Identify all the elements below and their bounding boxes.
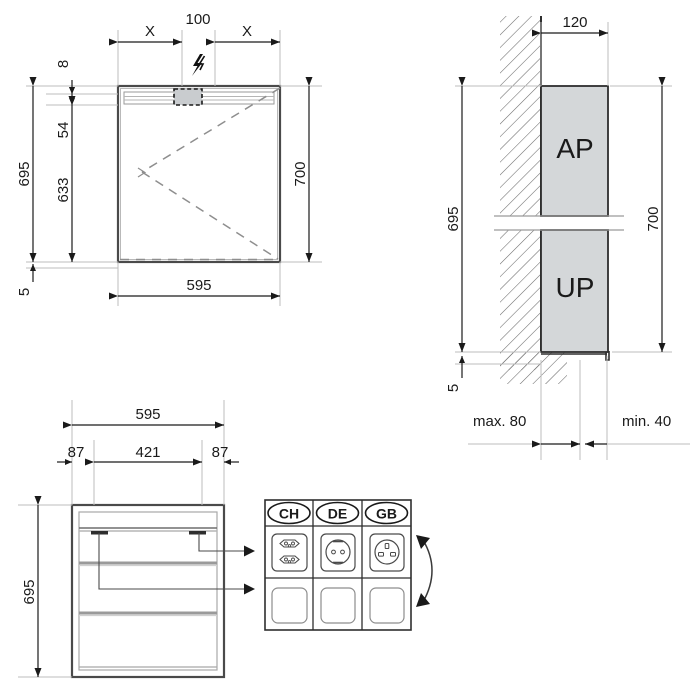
dim-label-87-left: 87 bbox=[68, 444, 85, 461]
blank-plate-icon-de[interactable] bbox=[320, 587, 356, 624]
dim-label-5-section: 5 bbox=[445, 384, 462, 392]
view-wall-section: AP UP bbox=[445, 14, 690, 460]
socket-header-ch[interactable]: CH bbox=[267, 501, 311, 525]
dim-label-x-left: X bbox=[145, 23, 155, 40]
dim-label-421: 421 bbox=[135, 444, 160, 461]
dim-695-front: 695 bbox=[16, 77, 37, 262]
dim-695-interior: 695 bbox=[21, 496, 42, 677]
blank-plate-icon-gb[interactable] bbox=[369, 587, 405, 624]
view-front-elevation: 695 633 54 8 5 700 595 bbox=[16, 11, 322, 306]
socket-header-gb[interactable]: GB bbox=[364, 501, 409, 525]
de-schuko-socket-icon[interactable] bbox=[320, 533, 356, 572]
wall-hatch-upper bbox=[500, 16, 542, 216]
dim-5-section: 5 bbox=[445, 356, 465, 392]
dim-595-front: 595 bbox=[109, 277, 280, 300]
label-ap: AP bbox=[556, 133, 593, 164]
dim-chain-interior: 87 421 87 bbox=[57, 444, 239, 466]
dim-label-700-front: 700 bbox=[292, 161, 309, 186]
cabinet-front-body bbox=[116, 84, 282, 264]
section-break-lines bbox=[494, 215, 624, 231]
dim-label-x-right: X bbox=[242, 23, 252, 40]
dim-label-695-interior: 695 bbox=[21, 579, 38, 604]
dim-label-595-interior: 595 bbox=[135, 406, 160, 423]
dim-label-min-40: min. 40 bbox=[622, 413, 671, 430]
dim-label-5-front: 5 bbox=[16, 288, 33, 296]
dim-633-front: 633 bbox=[55, 96, 76, 262]
ch-socket-icon[interactable] bbox=[271, 533, 308, 572]
blank-plate-icon-ch[interactable] bbox=[271, 587, 308, 624]
dim-label-695-front: 695 bbox=[16, 161, 33, 186]
socket-header-gb-label: GB bbox=[376, 506, 397, 522]
dim-label-633: 633 bbox=[55, 177, 72, 202]
socket-header-de-label: DE bbox=[328, 506, 347, 522]
leader-lines-to-socket-table bbox=[98, 533, 255, 595]
dim-label-120: 120 bbox=[562, 14, 587, 31]
section-box-ap: AP bbox=[540, 85, 609, 217]
front-extension-lines bbox=[26, 30, 322, 306]
dim-top-chain-front: X X 100 bbox=[109, 11, 280, 76]
lightning-bolt-icon bbox=[192, 54, 206, 76]
dim-label-54: 54 bbox=[55, 122, 72, 139]
dim-695-section: 695 bbox=[445, 77, 466, 352]
dim-700-section: 700 bbox=[645, 77, 666, 352]
dim-595-interior: 595 bbox=[63, 406, 224, 429]
dim-label-max-80: max. 80 bbox=[473, 413, 526, 430]
dim-label-8: 8 bbox=[55, 60, 72, 68]
swap-rows-curved-arrow[interactable] bbox=[416, 535, 433, 607]
dim-label-100: 100 bbox=[185, 11, 210, 28]
section-box-up: UP bbox=[540, 229, 610, 361]
socket-header-ch-label: CH bbox=[279, 506, 299, 522]
socket-variant-table: CH DE GB bbox=[264, 499, 433, 631]
interior-extension-lines bbox=[18, 400, 225, 678]
section-extension-lines bbox=[455, 22, 690, 460]
dim-8-front: 8 bbox=[55, 60, 75, 94]
dim-label-595-front: 595 bbox=[186, 277, 211, 294]
dim-5-front: 5 bbox=[16, 264, 36, 296]
dim-max80-min40: max. 80 min. 40 bbox=[473, 413, 671, 448]
dim-label-695-section: 695 bbox=[445, 206, 462, 231]
dim-label-87-right: 87 bbox=[212, 444, 229, 461]
gb-socket-icon[interactable] bbox=[369, 533, 405, 572]
cabinet-interior-body bbox=[70, 503, 226, 679]
dim-54-front: 54 bbox=[55, 87, 75, 139]
dim-label-700-section: 700 bbox=[645, 206, 662, 231]
dim-120-section: 120 bbox=[532, 14, 608, 37]
socket-header-de[interactable]: DE bbox=[315, 501, 360, 525]
view-interior-elevation: 695 595 87 421 87 bbox=[18, 400, 255, 679]
label-up: UP bbox=[556, 272, 595, 303]
dim-700-front: 700 bbox=[292, 77, 313, 262]
